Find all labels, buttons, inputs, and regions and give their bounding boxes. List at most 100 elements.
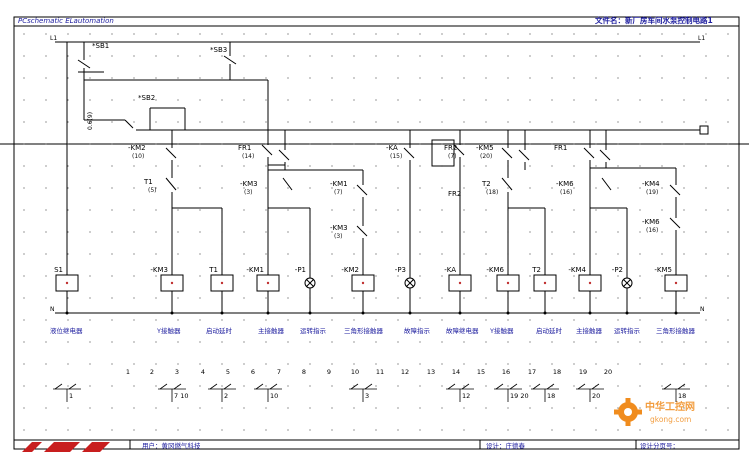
grid-dot — [309, 165, 311, 167]
grid-dot — [463, 253, 465, 255]
grid-dot — [155, 99, 157, 101]
grid-dot — [89, 187, 91, 189]
contact-labels: *SB1*SB3*SB2-KM2(10)T1(5)FR1(14)-KM3(3)-… — [92, 42, 660, 240]
control-wiring — [66, 42, 709, 313]
grid-dot — [683, 385, 685, 387]
grid-dot — [573, 33, 575, 35]
grid-dot — [133, 385, 135, 387]
grid-dot — [221, 407, 223, 409]
grid-dot — [529, 275, 531, 277]
grid-dot — [573, 55, 575, 57]
grid-dot — [727, 407, 729, 409]
grid-dot — [89, 275, 91, 277]
grid-dot — [89, 55, 91, 57]
grid-dot — [199, 33, 201, 35]
grid-dot — [67, 165, 69, 167]
grid-dot — [199, 429, 201, 431]
grid-dot — [485, 77, 487, 79]
grid-dot — [177, 297, 179, 299]
grid-dot — [155, 297, 157, 299]
grid-dot — [705, 319, 707, 321]
grid-dot — [551, 231, 553, 233]
column-number: 4 — [201, 368, 205, 376]
grid-dot — [683, 165, 685, 167]
grid-dot — [705, 143, 707, 145]
grid-dot — [199, 275, 201, 277]
grid-dot — [485, 143, 487, 145]
cross-ref-1: 7 10 — [158, 383, 188, 402]
grid-dot — [67, 319, 69, 321]
grid-dot — [45, 187, 47, 189]
grid-dot — [441, 319, 443, 321]
grid-dot — [155, 187, 157, 189]
grid-dot — [441, 297, 443, 299]
grid-dot — [23, 55, 25, 57]
description-0: 液位继电器 — [50, 326, 83, 335]
grid-dot — [661, 209, 663, 211]
grid-dot — [89, 121, 91, 123]
grid-dot — [683, 77, 685, 79]
grid-dot — [683, 341, 685, 343]
grid-dot — [331, 407, 333, 409]
grid-dot — [89, 429, 91, 431]
grid-dot — [243, 341, 245, 343]
grid-dot — [661, 385, 663, 387]
grid-dot — [397, 33, 399, 35]
sheet-frame — [13, 16, 740, 450]
grid-dot — [683, 209, 685, 211]
grid-dot — [397, 143, 399, 145]
grid-dot — [89, 385, 91, 387]
description-6: 故障指示 — [404, 326, 431, 335]
contact-label: FR2 — [448, 190, 461, 198]
cross-ref-4: 3 — [349, 383, 377, 402]
grid-dot — [111, 363, 113, 365]
grid-dot — [23, 429, 25, 431]
grid-dot — [507, 187, 509, 189]
grid-dot — [67, 297, 69, 299]
grid-dot — [353, 55, 355, 57]
coil-dot — [266, 281, 270, 285]
n-junction — [543, 311, 547, 315]
description-3: 主接触器 — [258, 326, 285, 335]
coil-dot — [170, 281, 174, 285]
grid-dot — [705, 363, 707, 365]
grid-dot — [331, 55, 333, 57]
grid-dot — [23, 297, 25, 299]
grid-dot — [705, 341, 707, 343]
watermark: 中华工控网 gkong.com — [614, 398, 695, 426]
coil-10: -KM4 — [568, 266, 602, 315]
grid-dot — [727, 33, 729, 35]
grid-dot — [397, 209, 399, 211]
grid-dot — [155, 77, 157, 79]
grid-dot — [199, 165, 201, 167]
grid-dot — [705, 275, 707, 277]
grid-dot — [507, 77, 509, 79]
grid-dot — [331, 99, 333, 101]
lamp-cross — [406, 279, 414, 287]
contact-label: -KM6 — [642, 218, 660, 226]
grid-dot — [155, 55, 157, 57]
grid-dot — [89, 33, 91, 35]
grid-dot — [155, 143, 157, 145]
grid-dot — [661, 143, 663, 145]
grid-dot — [155, 385, 157, 387]
grid-dot — [617, 121, 619, 123]
grid-dot — [595, 143, 597, 145]
grid-dot — [485, 275, 487, 277]
grid-dot — [133, 341, 135, 343]
grid-dot — [617, 99, 619, 101]
grid-dot — [485, 319, 487, 321]
grid-dot — [441, 121, 443, 123]
grid-dot — [639, 121, 641, 123]
grid-dot — [507, 385, 509, 387]
grid-dot — [661, 275, 663, 277]
contact-5: FR1(14) — [238, 144, 254, 160]
grid-dot — [419, 209, 421, 211]
grid-dot — [397, 363, 399, 365]
contact-1: *SB3 — [210, 46, 227, 54]
grid-dot — [683, 121, 685, 123]
grid-dot — [265, 55, 267, 57]
grid-dot — [529, 187, 531, 189]
grid-dot — [45, 143, 47, 145]
